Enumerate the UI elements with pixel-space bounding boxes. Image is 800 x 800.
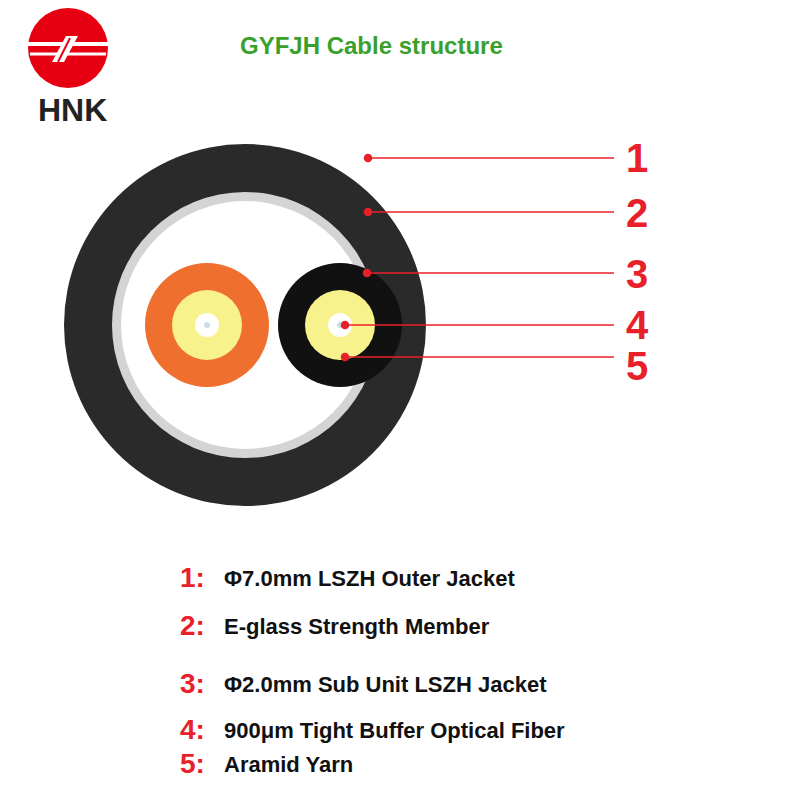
diagram-title: GYFJH Cable structure [240, 32, 503, 60]
part-name: Aramid Yarn [224, 752, 353, 777]
tight-buffer [195, 313, 219, 337]
callout-number: 1: [180, 562, 205, 594]
callout-number: 2 [626, 190, 648, 236]
part-name: Φ7.0mm LSZH Outer Jacket [224, 566, 515, 591]
callout-number: 4 [626, 302, 648, 348]
callout-number: 5 [626, 343, 648, 389]
cable-core [121, 201, 369, 449]
orange-sub-unit [145, 263, 269, 387]
company-logo [28, 8, 108, 88]
callout-number: 3 [626, 251, 648, 297]
callout-number: 3: [180, 668, 205, 700]
part-name: 900μm Tight Buffer Optical Fiber [224, 718, 565, 743]
callout-number: 5: [180, 748, 205, 780]
callout-number: 2: [180, 610, 205, 642]
callout-number: 1 [626, 135, 648, 181]
aramid-yarn [172, 290, 242, 360]
strength-member [112, 192, 378, 458]
fiber-core [204, 322, 210, 328]
logo-text: HNK [38, 92, 107, 129]
tight-buffer [328, 313, 352, 337]
callout-number: 4: [180, 714, 205, 746]
part-name: Φ2.0mm Sub Unit LSZH Jacket [224, 672, 546, 697]
leader-lines [342, 155, 615, 361]
part-name: E-glass Strength Member [224, 614, 489, 639]
